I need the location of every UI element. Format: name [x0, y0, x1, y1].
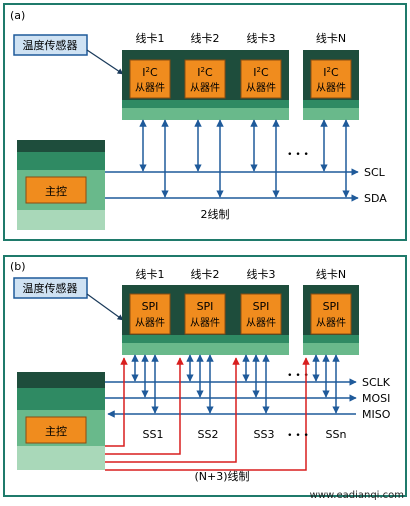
caption-2-wire: 2线制: [201, 207, 230, 221]
svg-text:SPI: SPI: [323, 300, 340, 313]
svg-text:SPI: SPI: [197, 300, 214, 313]
temperature-sensor-label: 温度传感器: [23, 38, 78, 52]
svg-text:从器件: 从器件: [190, 317, 220, 329]
svg-text:从器件: 从器件: [190, 82, 220, 94]
temperature-sensor-label-b: 温度传感器: [23, 281, 78, 295]
sda-label: SDA: [364, 192, 387, 205]
temperature-sensor-box: [13, 34, 88, 56]
panel-b: (b) 温度传感器 线卡1 线卡2 线卡3 线卡N SPI 从器件 SPI 从器…: [3, 255, 407, 497]
ellipsis-a: • • •: [287, 150, 309, 160]
i2c-slave-chip-n: [310, 59, 352, 99]
svg-text:SPI: SPI: [253, 300, 270, 313]
svg-text:I2C: I2C: [323, 66, 339, 79]
spi-slave-chip-n: [310, 293, 352, 335]
i2c-slave-chip-3: [240, 59, 282, 99]
watermark: www.eadianqi.com: [310, 490, 404, 501]
line-card-2: I2C 从器件: [177, 50, 233, 120]
card-title-n: 线卡N: [316, 31, 346, 45]
spi-line-card-n: SPI 从器件: [303, 285, 359, 355]
svg-text:从器件: 从器件: [246, 82, 276, 94]
ss1-label: SS1: [143, 428, 164, 441]
panel-a-label: (a): [10, 9, 25, 22]
spi-slave-chip-2: [184, 293, 226, 335]
caption-n3-wire: (N+3)线制: [194, 469, 249, 483]
ss2-label: SS2: [198, 428, 219, 441]
svg-text:SPI: SPI: [142, 300, 159, 313]
card-b-title-2: 线卡2: [191, 267, 220, 281]
panel-a: (a) 温度传感器 线卡1 线卡2 线卡3 线卡N I2C 从器件 I2C 从器…: [3, 3, 407, 241]
spi-line-card-2: SPI 从器件: [177, 285, 233, 355]
panel-b-label: (b): [10, 260, 26, 273]
card-title-2: 线卡2: [191, 31, 220, 45]
scl-label: SCL: [364, 166, 386, 179]
card-b-title-3: 线卡3: [247, 267, 276, 281]
temperature-sensor-box-b: [13, 277, 88, 299]
sensor-arrow-b: [86, 293, 124, 321]
spi-line-card-1: SPI 从器件: [122, 285, 178, 355]
i2c-slave-chip-2: [184, 59, 226, 99]
master-label-a: 主控: [45, 184, 67, 198]
spi-line-card-3: SPI 从器件: [233, 285, 289, 355]
sclk-label: SCLK: [362, 376, 391, 389]
svg-text:I2C: I2C: [142, 66, 158, 79]
card-title-1: 线卡1: [136, 31, 165, 45]
svg-text:从器件: 从器件: [135, 82, 165, 94]
card-b-title-n: 线卡N: [316, 267, 346, 281]
svg-text:I2C: I2C: [253, 66, 269, 79]
sensor-arrow: [86, 49, 124, 75]
mosi-label: MOSI: [362, 392, 390, 405]
master-controller-b: 主控: [17, 372, 105, 470]
card-b-title-1: 线卡1: [136, 267, 165, 281]
ellipsis-b-top: • • •: [287, 371, 309, 381]
line-card-n: I2C 从器件: [303, 50, 359, 120]
svg-text:从器件: 从器件: [316, 82, 346, 94]
b-connectors: [131, 354, 340, 414]
line-card-3: I2C 从器件: [233, 50, 289, 120]
svg-text:从器件: 从器件: [316, 317, 346, 329]
ss3-label: SS3: [254, 428, 275, 441]
miso-label: MISO: [362, 408, 391, 421]
svg-text:从器件: 从器件: [135, 317, 165, 329]
master-label-b: 主控: [45, 424, 67, 438]
card-title-3: 线卡3: [247, 31, 276, 45]
chip-select-lines: [105, 357, 310, 471]
master-controller-a: 主控: [17, 140, 105, 230]
ssn-label: SSn: [326, 428, 347, 441]
line-card-1: I2C 从器件: [122, 50, 178, 120]
svg-text:I2C: I2C: [197, 66, 213, 79]
svg-text:从器件: 从器件: [246, 317, 276, 329]
spi-slave-chip-3: [240, 293, 282, 335]
ellipsis-b-bottom: • • •: [287, 431, 309, 441]
i2c-slave-chip-1: [129, 59, 171, 99]
a-connectors: [139, 119, 350, 198]
spi-slave-chip-1: [129, 293, 171, 335]
